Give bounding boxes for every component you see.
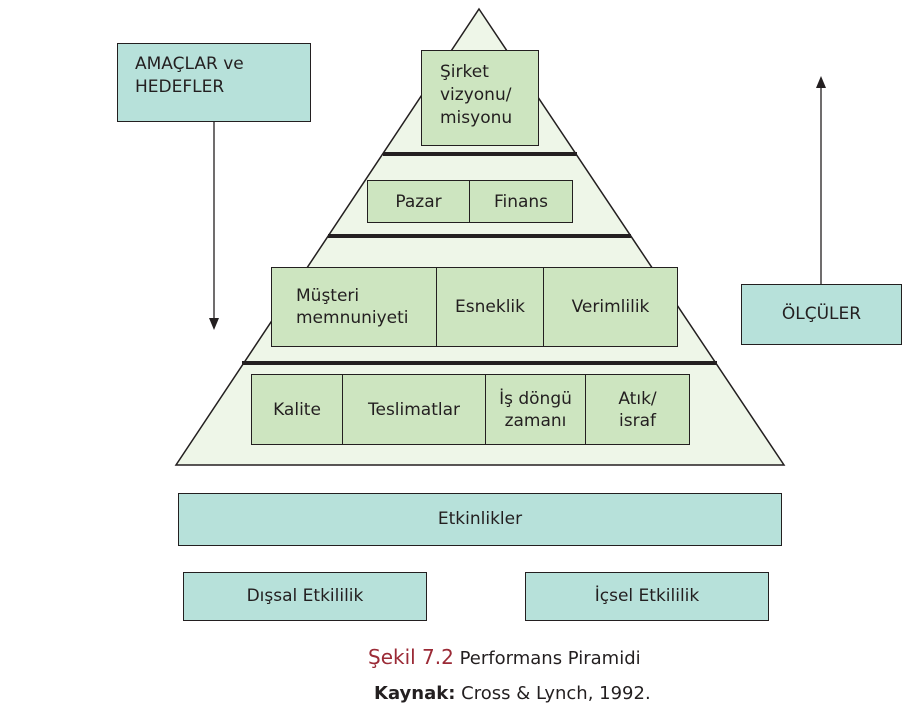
vision-line3: misyonu bbox=[440, 108, 513, 128]
company-vision-box: Şirket vizyonu/ misyonu bbox=[421, 50, 539, 146]
down-arrow-head-icon bbox=[209, 318, 219, 330]
cycle-time-line1: İş döngü bbox=[499, 388, 572, 409]
internal-effectiveness-box: İçsel Etkililik bbox=[525, 572, 769, 621]
activities-label: Etkinlikler bbox=[437, 509, 523, 529]
figure-source: Kaynak: Cross & Lynch, 1992. bbox=[374, 683, 651, 704]
measures-label: ÖLÇÜLER bbox=[781, 304, 862, 324]
figure-caption: Şekil 7.2 Performans Piramidi bbox=[368, 645, 641, 669]
waste-line1: Atık/ bbox=[618, 388, 657, 409]
measures-box: ÖLÇÜLER bbox=[741, 284, 902, 345]
goals-label-line1: AMAÇLAR ve bbox=[135, 54, 244, 74]
finance-cell: Finans bbox=[469, 181, 572, 222]
waste-line2: israf bbox=[619, 410, 656, 431]
figure-title: Performans Piramidi bbox=[459, 648, 641, 669]
up-arrow-head-icon bbox=[816, 76, 826, 88]
cycle-time-line2: zamanı bbox=[504, 410, 567, 431]
customer-line1: Müşteri bbox=[296, 286, 360, 306]
customer-satisfaction-cell: Müşteri memnuniyeti bbox=[272, 268, 436, 346]
source-label: Kaynak: bbox=[374, 683, 456, 704]
source-text: Cross & Lynch, 1992. bbox=[461, 683, 651, 704]
deliveries-cell: Teslimatlar bbox=[342, 375, 485, 444]
cycle-time-cell: İş döngü zamanı bbox=[485, 375, 585, 444]
activities-box: Etkinlikler bbox=[178, 493, 782, 546]
level3-row: Müşteri memnuniyeti Esneklik Verimlilik bbox=[271, 267, 678, 347]
productivity-cell: Verimlilik bbox=[543, 268, 677, 346]
market-cell: Pazar bbox=[368, 181, 469, 222]
external-effectiveness-label: Dışsal Etkililik bbox=[246, 586, 364, 606]
customer-line2: memnuniyeti bbox=[296, 308, 409, 328]
vision-line2: vizyonu/ bbox=[440, 85, 512, 105]
waste-cell: Atık/ israf bbox=[585, 375, 689, 444]
goals-label-line2: HEDEFLER bbox=[135, 77, 225, 97]
flexibility-cell: Esneklik bbox=[436, 268, 543, 346]
internal-effectiveness-label: İçsel Etkililik bbox=[594, 586, 700, 606]
figure-number: Şekil 7.2 bbox=[368, 645, 454, 669]
external-effectiveness-box: Dışsal Etkililik bbox=[183, 572, 427, 621]
goals-objectives-box: AMAÇLAR ve HEDEFLER bbox=[117, 43, 311, 122]
level4-row: Kalite Teslimatlar İş döngü zamanı Atık/… bbox=[251, 374, 690, 445]
quality-cell: Kalite bbox=[252, 375, 342, 444]
vision-line1: Şirket bbox=[440, 62, 489, 82]
level2-row: Pazar Finans bbox=[367, 180, 573, 223]
